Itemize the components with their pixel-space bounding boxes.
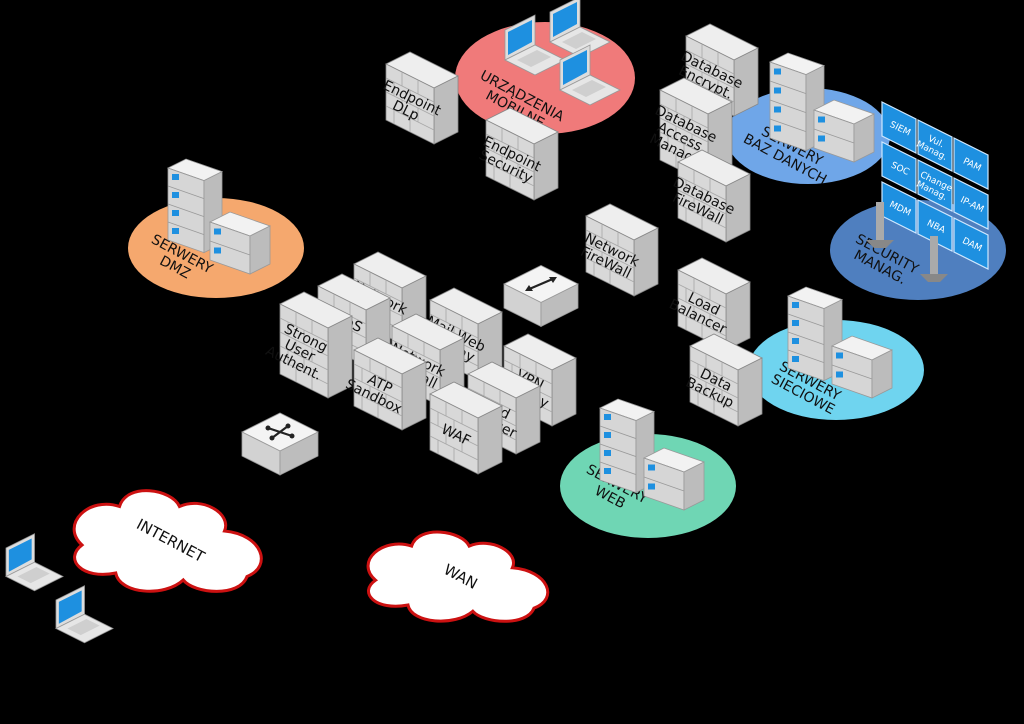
led — [172, 228, 179, 234]
laptop-icon — [5, 533, 64, 592]
led — [172, 192, 179, 198]
switch-icon — [503, 265, 579, 328]
led — [836, 371, 843, 378]
wall-db-access: DatabaseAccessManag. — [647, 77, 733, 185]
led — [792, 320, 799, 326]
led — [774, 106, 781, 113]
security-monitor-wall: SIEMVul.Manag.PAMSOCChangeManag.IP-AMMDM… — [866, 101, 989, 282]
led — [604, 468, 611, 474]
wall-data-backup: DataBackup — [683, 333, 763, 427]
led — [774, 87, 781, 94]
server-icon — [768, 52, 826, 152]
router-icon — [241, 412, 319, 476]
led — [214, 228, 221, 235]
wall-waf: WAF — [429, 381, 503, 475]
screen-soc: SOC — [881, 141, 917, 194]
laptop-icon — [549, 0, 611, 58]
screen-nba: NBA — [917, 199, 953, 252]
screen-siem: SIEM — [881, 101, 917, 154]
wall-load-balancer-right: LoadBalancer — [666, 257, 751, 351]
wall-db-firewall: DatabaseFireWall — [670, 149, 751, 243]
led — [836, 352, 843, 359]
laptop-icon — [55, 585, 114, 644]
screen-ipam: IP-AM — [953, 177, 989, 230]
zone-mobile: URZĄDZENIAMOBILNE — [455, 22, 635, 134]
server-icon — [208, 211, 272, 275]
screen-dam: DAM — [953, 217, 989, 270]
cloud-internet: INTERNET — [72, 489, 263, 593]
wall-endpoint-security: EndpointSecurity — [476, 107, 559, 201]
led — [648, 483, 655, 490]
cloud-wan: WAN — [366, 530, 550, 623]
wall-endpoint-dlp: EndpointDLp — [380, 51, 459, 145]
led — [774, 125, 781, 132]
led — [604, 450, 611, 456]
led — [792, 356, 799, 362]
led — [792, 338, 799, 344]
led — [818, 135, 825, 142]
server-icon — [786, 286, 844, 382]
laptop-icon — [559, 44, 621, 106]
led — [774, 68, 781, 75]
screen-vul: Vul.Manag. — [914, 119, 953, 172]
led — [214, 247, 221, 254]
screen-pam: PAM — [953, 137, 989, 190]
led — [604, 432, 611, 438]
wall-net-firewall-top: NetworkFireWall — [578, 203, 659, 297]
wall-strong-auth: StrongUserAuthent. — [263, 291, 353, 399]
led — [172, 174, 179, 180]
led — [604, 414, 611, 420]
led — [792, 302, 799, 308]
server-icon — [830, 335, 894, 399]
server-icon — [812, 99, 876, 163]
laptop-icon — [504, 14, 566, 76]
led — [648, 464, 655, 471]
led — [818, 116, 825, 123]
server-icon — [642, 447, 706, 511]
led — [172, 210, 179, 216]
